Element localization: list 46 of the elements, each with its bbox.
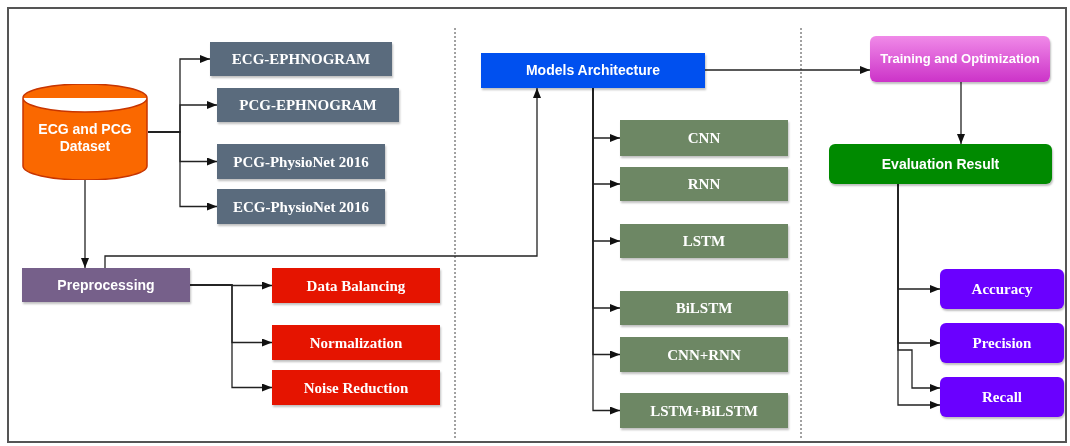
node-label: Evaluation Result [880,155,1001,173]
node-label: Precision [971,334,1033,352]
node-label: Models Architecture [524,62,662,79]
node-label: BiLSTM [674,299,734,317]
arrow [189,284,273,392]
node-label: ECG and PCG Dataset [37,121,133,155]
step-box [272,325,440,360]
node-label: Training and Optimization [879,51,1041,67]
process-box [870,36,1050,82]
process-box [829,144,1052,184]
process-box [481,53,705,88]
dataset-box [217,144,385,179]
model-box [620,393,788,428]
node-label: LSTM [681,232,727,250]
metric-box [940,323,1064,363]
node-label: RNN [686,175,722,193]
node-label: ECG-PhysioNet 2016 [231,197,371,216]
node-label: CNN+RNN [666,345,742,364]
model-box [620,224,788,258]
model-box [620,120,788,156]
dataset-box [210,42,392,76]
process-box [22,268,190,302]
node-label: Recall [981,388,1023,406]
step-box [272,370,440,405]
model-box [620,337,788,372]
step-box [272,268,440,303]
node-label: PCG-PhysioNet 2016 [232,152,370,171]
node-label: Accuracy [970,280,1034,298]
node-label: CNN [686,129,722,147]
metric-box [940,377,1064,417]
model-box [620,167,788,201]
dataset-box [217,189,385,224]
arrow [704,66,871,74]
model-box [620,291,788,325]
metric-box [940,269,1064,309]
arrow [957,81,965,145]
node-label: LSTM+BiLSTM [649,401,759,420]
node-label: Preprocessing [56,276,156,294]
node-label: Noise Reduction [302,378,410,397]
node-label: ECG-EPHNOGRAM [230,50,372,68]
node-label: Data Balancing [305,276,407,295]
node-label: PCG-EPHNOGRAM [238,96,378,114]
arrow [104,87,541,269]
arrow [81,179,89,269]
node-label: Normalization [308,333,404,352]
dataset-box [217,88,399,122]
